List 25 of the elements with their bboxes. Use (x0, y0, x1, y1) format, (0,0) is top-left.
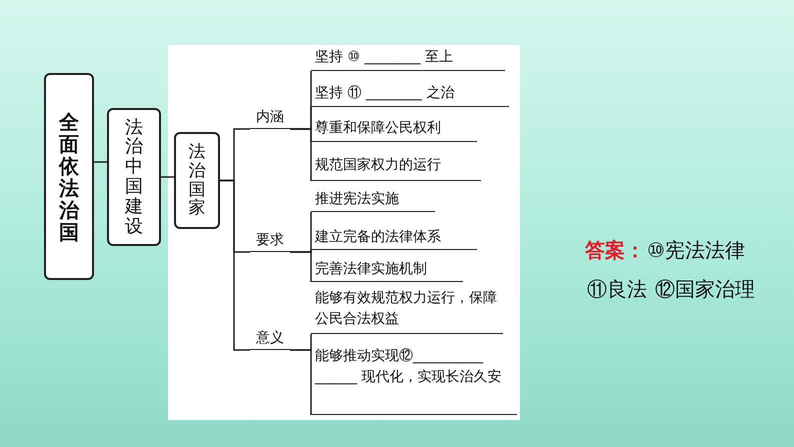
category-label: 意义 (250, 327, 290, 350)
category-label: 要求 (250, 229, 290, 252)
connector-line (290, 349, 312, 415)
answer-text: ⑪良法 (587, 276, 647, 303)
content-line: 完善法律实施机制 (311, 259, 463, 282)
content-line: 坚持 ⑪ ________ 之治 (311, 83, 509, 107)
content-line: 推进宪法实施 (311, 189, 435, 212)
content-line: 能够推动实现⑫__________ ______ 现代化，实现长治久安 (311, 346, 517, 415)
content-line: 建立完备的法律体系 (311, 227, 477, 250)
connector-line (290, 128, 312, 181)
category-label: 内涵 (250, 106, 290, 129)
connector-line (220, 180, 250, 351)
connector-line (94, 161, 107, 163)
connector-line (161, 176, 174, 178)
content-line: 规范国家权力的运行 (311, 155, 481, 181)
answer-text: ⑫国家治理 (655, 276, 755, 303)
connector-line (290, 251, 312, 282)
content-line: 尊重和保障公民权利 (311, 118, 477, 142)
answer-heading: 答案： (585, 237, 645, 264)
content-line: 坚持 ⑩ ________ 至上 (311, 47, 505, 71)
concept-box: 法治国家 (174, 132, 220, 229)
content-line: 能够有效规范权力运行，保障公民合法权益 (311, 288, 503, 334)
concept-box: 法治中国建设 (107, 108, 161, 246)
concept-box: 全面依法治国 (44, 73, 94, 280)
answer-text: ⑩宪法法律 (647, 237, 745, 264)
